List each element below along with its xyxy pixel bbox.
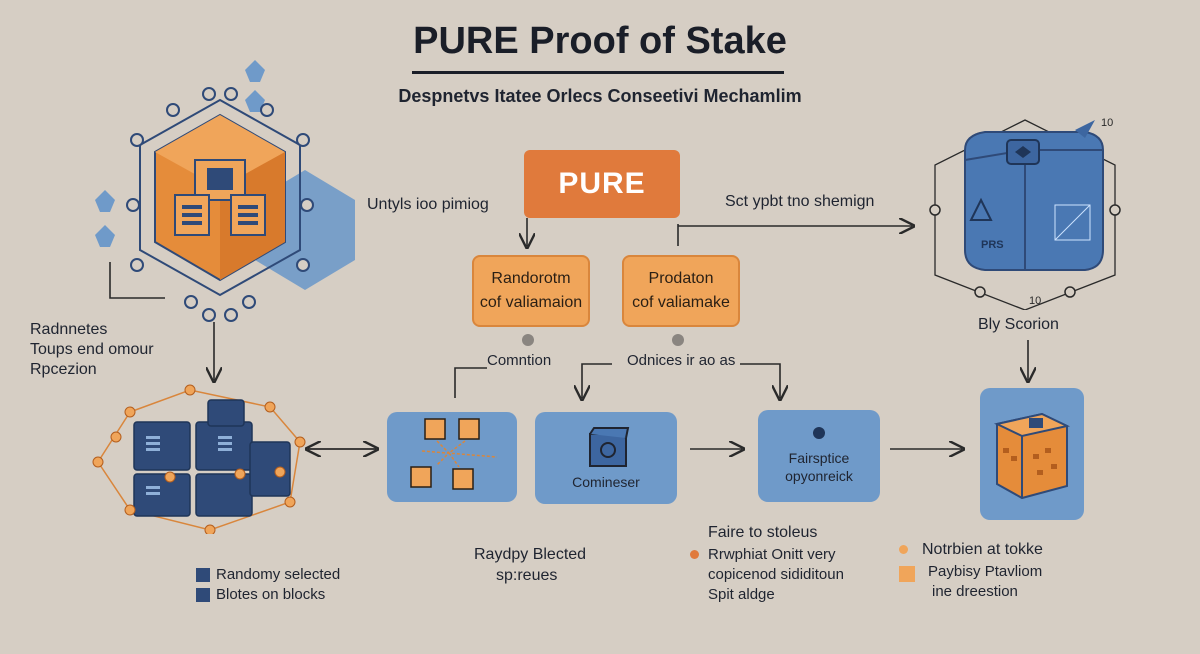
tick-label-bottom: 10	[1029, 295, 1041, 307]
page-subtitle: Despnetvs Itatee Orlecs Conseetivi Mecha…	[398, 86, 802, 106]
fair-line-3: Spit aldge	[708, 586, 775, 603]
center-caption-line1: Raydpy Blected	[474, 546, 587, 563]
randomization-line1: Randorotm	[491, 270, 571, 287]
right-line-2: ine dreestion	[932, 583, 1018, 600]
right-title: Notrbien at tokke	[922, 541, 1043, 558]
arrow-to-combiner	[582, 363, 612, 398]
production-box: Prodaton cof valiamake	[622, 255, 740, 327]
blocks-panel	[387, 412, 517, 502]
token-swatch	[899, 566, 915, 582]
right-note: Sct ypbt tno shemign	[725, 193, 875, 210]
dark-cube-cluster	[92, 384, 306, 534]
fair-bullet	[690, 550, 699, 559]
production-line2: cof valiamake	[632, 294, 730, 311]
left-caption-line2: Toups end omour	[30, 341, 154, 358]
combiner-label: Comineser	[572, 474, 640, 490]
legend-label-selected: Randomy selected	[216, 566, 341, 583]
combiner-cube-icon	[589, 427, 630, 467]
blue-cube-text: PRS	[981, 239, 1004, 251]
result-cube-icon	[993, 412, 1071, 500]
pure-box: PURE	[524, 150, 680, 218]
line-left-side	[109, 262, 165, 299]
right-caption: Bly Scorion	[978, 316, 1059, 333]
token-bullet	[899, 545, 908, 554]
left-caption-line3: Rpcezion	[30, 361, 97, 378]
left-note: Untyls ioo pimiog	[367, 196, 489, 213]
result-panel	[980, 388, 1084, 520]
production-line1: Prodaton	[648, 270, 714, 287]
small-blocks-icon	[410, 418, 498, 490]
right-line-1: Paybisy Ptavliom	[928, 563, 1043, 580]
info-dots	[522, 334, 684, 346]
fairspace-panel: Fairsptice opyonreick	[758, 410, 880, 502]
fairspace-line2: opyonreick	[785, 468, 853, 484]
combiner-panel: Comineser	[535, 412, 677, 504]
blue-cube-illustration: PRS 10 10	[929, 117, 1121, 310]
orange-cube-illustration	[95, 60, 355, 322]
legend-swatch-selected	[196, 568, 210, 582]
left-caption-line1: Radnnetes	[30, 321, 108, 338]
legend-label-blocks: Blotes on blocks	[216, 586, 326, 603]
fair-line-1: Rrwphiat Onitt very	[708, 546, 836, 563]
tick-label-top: 10	[1101, 117, 1113, 129]
fairspace-dot	[813, 427, 825, 439]
legend-swatch-blocks	[196, 588, 210, 602]
mid-right-label: Odnices ir ao as	[627, 352, 736, 369]
arrow-to-fairspace	[740, 363, 780, 398]
mid-left-label: Comntion	[487, 352, 552, 369]
center-caption-line2: sp:reues	[496, 567, 558, 584]
randomization-box: Randorotm cof valiamaion	[472, 255, 590, 327]
randomization-line2: cof valiamaion	[479, 294, 583, 311]
line-combiner-left	[454, 367, 487, 398]
fairspace-line1: Fairsptice	[788, 450, 850, 466]
page-title: PURE Proof of Stake	[413, 20, 787, 62]
fair-title: Faire to stoleus	[708, 524, 818, 541]
fair-line-2: copicenod sididitoun	[708, 566, 844, 583]
title-underline	[412, 71, 784, 74]
